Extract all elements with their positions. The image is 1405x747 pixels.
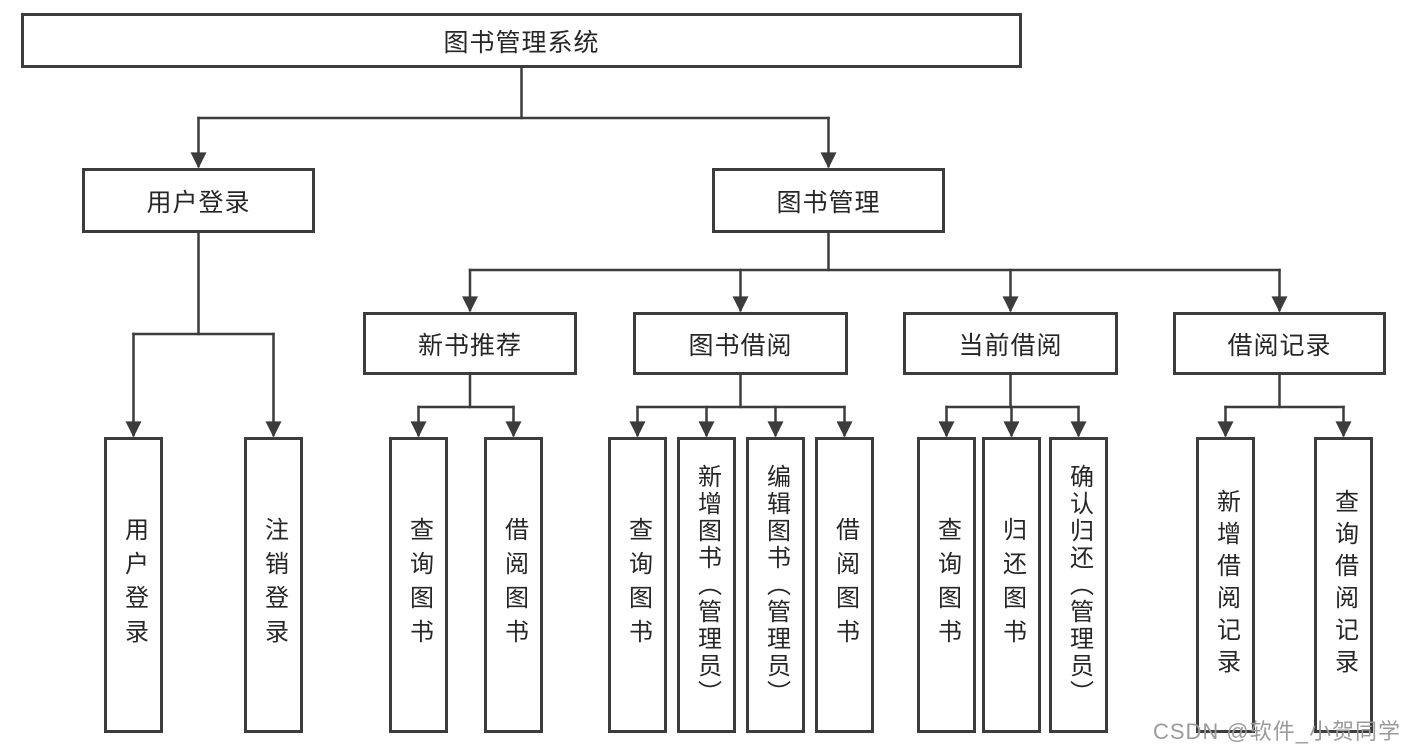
node-book-borrow: 图书借阅 [633, 312, 848, 375]
node-book-management-label: 图书管理 [776, 188, 881, 217]
node-current-borrow-label: 当前借阅 [958, 331, 1063, 360]
csdn-watermark: CSDN @软件_小贺同学 [1152, 719, 1401, 744]
leaf-borrow-query-books-label: 查询图书 [624, 517, 652, 653]
connector-borrow-records-children [1217, 371, 1352, 438]
leaf-logout-label: 注销登录 [260, 517, 288, 653]
leaf-return-books-label: 归还图书 [998, 517, 1026, 653]
leaf-borrow-borrow-books-label: 借阅图书 [831, 517, 859, 653]
connector-current-borrow-children [938, 371, 1087, 438]
connector-book-borrow-children [629, 371, 853, 438]
leaf-add-books-admin-label: 新增图书（管理员） [693, 463, 721, 707]
node-new-book-recommend: 新书推荐 [363, 312, 577, 375]
node-user-login: 用户登录 [82, 168, 315, 233]
node-current-borrow: 当前借阅 [903, 312, 1118, 375]
node-new-book-recommend-label: 新书推荐 [417, 331, 522, 360]
leaf-logout: 注销登录 [244, 437, 303, 733]
leaf-edit-books-admin-label: 编辑图书（管理员） [762, 463, 790, 707]
leaf-return-books: 归还图书 [982, 437, 1041, 733]
leaf-user-login: 用户登录 [104, 437, 163, 733]
node-book-borrow-label: 图书借阅 [688, 331, 793, 360]
leaf-borrow-query-books: 查询图书 [608, 437, 667, 733]
leaf-edit-books-admin: 编辑图书（管理员） [746, 437, 805, 733]
leaf-borrow-borrow-books: 借阅图书 [815, 437, 874, 733]
node-root-label: 图书管理系统 [443, 28, 600, 57]
node-root-system: 图书管理系统 [21, 13, 1022, 68]
leaf-add-borrow-record-label: 新增借阅记录 [1212, 489, 1240, 681]
leaf-add-borrow-record: 新增借阅记录 [1196, 437, 1255, 733]
leaf-current-query-books-label: 查询图书 [933, 517, 961, 653]
leaf-recommend-borrow-books: 借阅图书 [484, 437, 543, 733]
connector-root-to-level2 [190, 64, 837, 169]
leaf-add-books-admin: 新增图书（管理员） [677, 437, 736, 733]
node-borrow-records-label: 借阅记录 [1227, 331, 1332, 360]
node-user-login-label: 用户登录 [146, 188, 251, 217]
leaf-recommend-borrow-books-label: 借阅图书 [500, 517, 528, 653]
connector-user-login-children [125, 229, 282, 438]
connector-new-book-recommend-children [410, 371, 522, 438]
leaf-query-borrow-record-label: 查询借阅记录 [1330, 489, 1358, 681]
leaf-recommend-query-books: 查询图书 [389, 437, 448, 733]
leaf-recommend-query-books-label: 查询图书 [405, 517, 433, 653]
node-borrow-records: 借阅记录 [1173, 312, 1386, 375]
leaf-current-query-books: 查询图书 [917, 437, 976, 733]
leaf-confirm-return-admin: 确认归还（管理员） [1049, 437, 1108, 733]
leaf-user-login-label: 用户登录 [120, 517, 148, 653]
connector-book-management-children [461, 229, 1288, 313]
node-book-management: 图书管理 [712, 168, 945, 233]
leaf-confirm-return-admin-label: 确认归还（管理员） [1065, 463, 1093, 707]
leaf-query-borrow-record: 查询借阅记录 [1314, 437, 1373, 733]
